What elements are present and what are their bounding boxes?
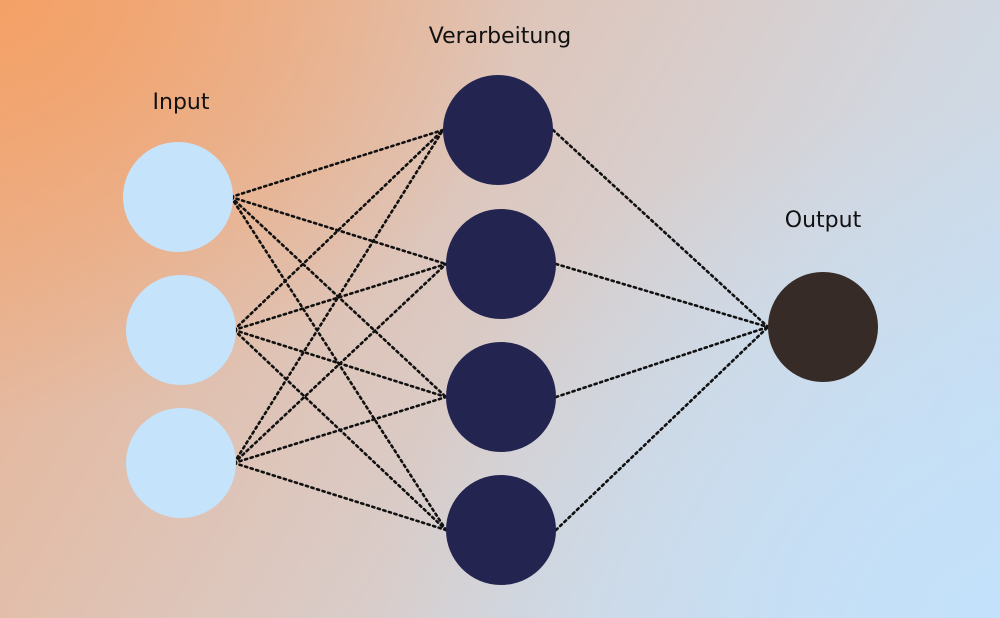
connection-input-2-hidden-2 [232,262,448,332]
input-node-2 [126,275,236,385]
input-layer-label: Input [152,90,210,115]
connection-input-2-hidden-1 [232,128,445,332]
hidden-node-1 [443,75,553,185]
connection-hidden-4-output-1 [554,325,770,532]
connection-input-3-hidden-4 [232,461,448,532]
connection-hidden-2-output-1 [554,262,770,329]
hidden-layer-label: Verarbeitung [428,24,572,49]
hidden-node-3 [446,342,556,452]
connection-input-3-hidden-3 [232,395,448,465]
connection-hidden-3-output-1 [554,325,770,399]
output-layer-label: Output [784,208,862,233]
connection-input-3-hidden-1 [232,128,445,465]
connections [229,128,770,532]
hidden-node-4 [446,475,556,585]
input-node-1 [123,142,233,252]
input-node-3 [126,408,236,518]
connection-input-3-hidden-2 [232,262,448,465]
connection-input-1-hidden-1 [229,128,445,199]
hidden-node-2 [446,209,556,319]
output-node-1 [768,272,878,382]
nodes [123,75,878,585]
connection-hidden-1-output-1 [551,128,770,329]
